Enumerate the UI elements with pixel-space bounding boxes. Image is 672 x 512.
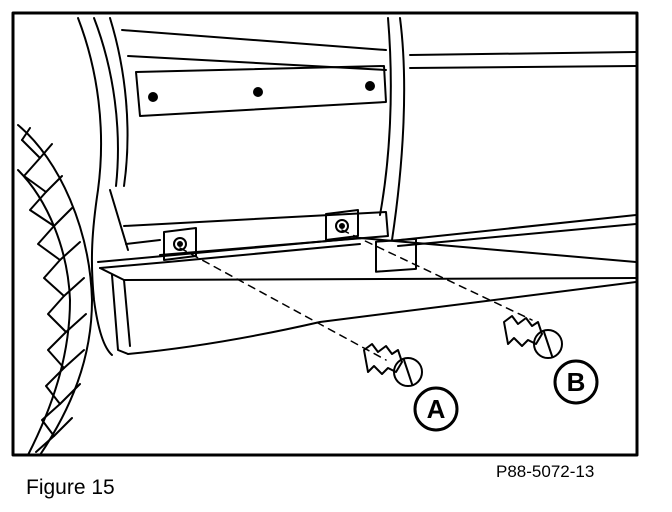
screw-a xyxy=(363,343,423,387)
callout-a-label: A xyxy=(427,394,446,424)
molding-slot xyxy=(375,237,417,273)
alignment-lines xyxy=(179,229,533,361)
figure-code: P88-5072-13 xyxy=(496,462,595,481)
screw-b xyxy=(503,315,563,359)
trim-hole-middle xyxy=(253,87,263,97)
trim-plate xyxy=(135,65,387,117)
tire-tread xyxy=(17,124,93,456)
callout-a-circle xyxy=(413,386,459,432)
bracket-right xyxy=(325,209,359,241)
illustration-border xyxy=(11,11,639,457)
callout-b-label: B xyxy=(567,367,586,397)
trim-hole-left xyxy=(148,92,158,102)
wheel-arch xyxy=(77,17,129,356)
rocker-molding xyxy=(97,237,637,355)
callout-b-circle xyxy=(553,359,599,405)
figure-caption: Figure 15 xyxy=(26,476,115,499)
trim-hole-right xyxy=(365,81,375,91)
